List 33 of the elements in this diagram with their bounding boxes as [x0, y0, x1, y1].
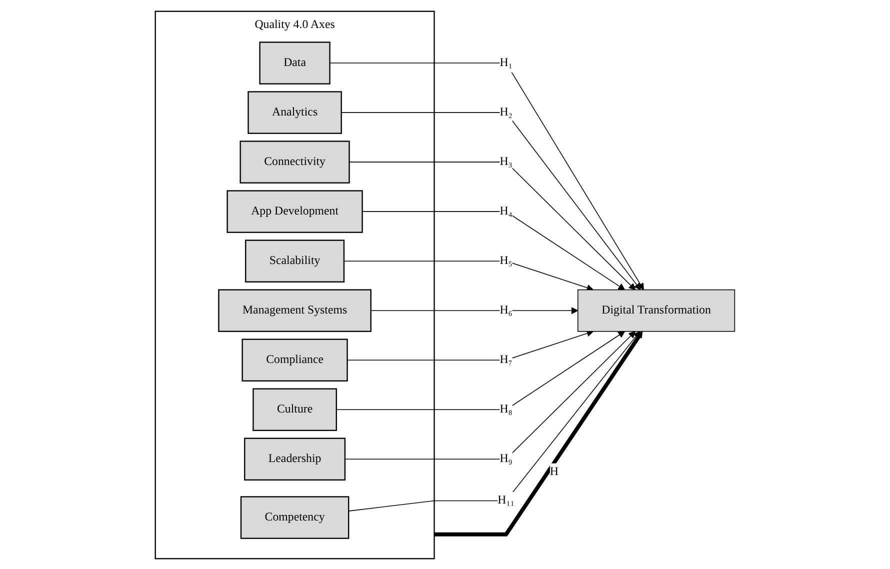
arrow: [329, 62, 644, 290]
edge-label: H₁: [500, 56, 512, 69]
node-box: Scalability: [245, 239, 345, 282]
node-box: Analytics: [248, 90, 342, 134]
edge-label: H₄: [500, 204, 512, 218]
arrow: [336, 330, 626, 410]
edge-label: H: [550, 465, 558, 478]
arrow: [348, 161, 636, 290]
arrow: [344, 260, 594, 291]
node-box: Culture: [252, 388, 337, 431]
node-box: Management Systems: [218, 288, 372, 332]
edge-label: H₃: [500, 155, 512, 168]
edge-label: H₅: [500, 254, 512, 267]
edge-label: H₂: [500, 106, 512, 118]
arrow: [362, 210, 626, 290]
edge-label: H₇: [500, 353, 512, 366]
node-box: Digital Transformation: [577, 288, 736, 332]
edge-label: H₈: [500, 402, 512, 416]
arrow: [346, 330, 594, 360]
node-box: Compliance: [242, 338, 348, 381]
node-box: Connectivity: [240, 140, 350, 183]
node-box: Data: [259, 41, 330, 84]
arrow: [340, 112, 641, 290]
node-box: Competency: [240, 496, 350, 538]
arrow: [434, 330, 643, 536]
edge-label: H₆: [500, 304, 512, 316]
arrow: [348, 330, 640, 511]
arrow: [344, 330, 636, 460]
arrow: [370, 306, 578, 314]
edge-label: H₉: [500, 452, 512, 465]
node-box: App Development: [226, 190, 363, 232]
edge-label: H₁₁: [498, 494, 514, 506]
node-box: Leadership: [244, 437, 346, 480]
